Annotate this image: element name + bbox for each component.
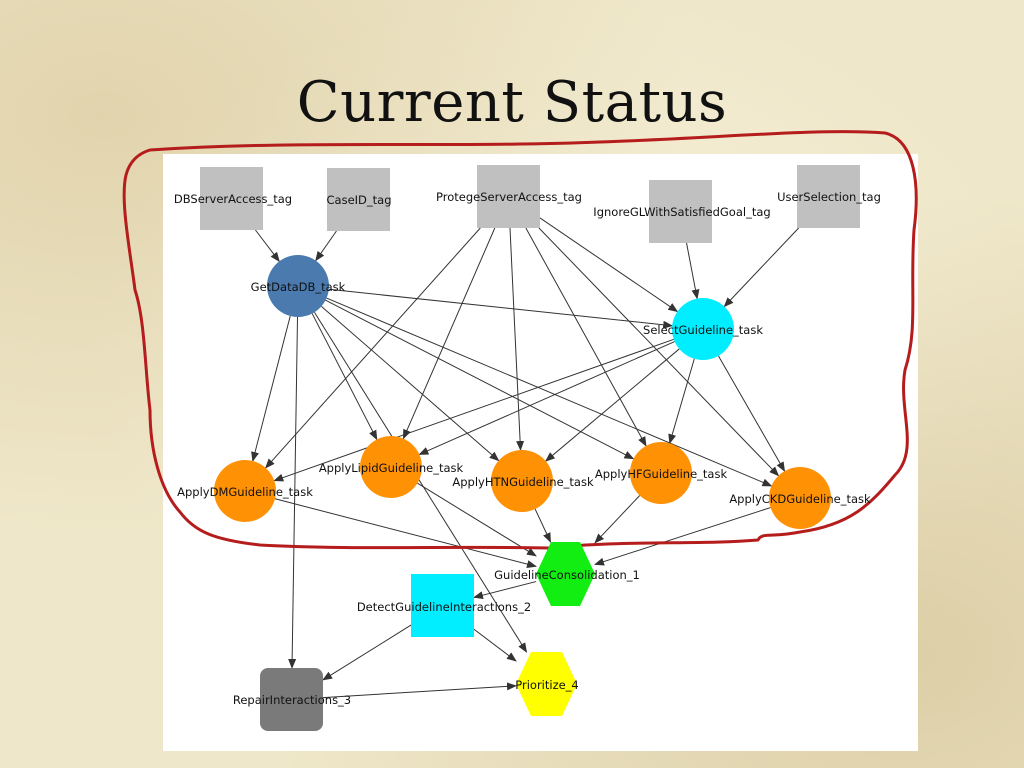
node-user-selection-tag-shape [797,165,860,228]
edge-select-guideline-task-to-apply-dm-guideline-task [273,338,674,482]
edge-repair-interactions-3-to-prioritize-4 [322,682,517,699]
edge-get-data-db-task-to-prioritize-4 [313,312,528,653]
node-ignore-gl-tag-label: IgnoreGLWithSatisfiedGoal_tag [593,205,770,219]
node-apply-hf-guideline-task-shape [630,442,692,504]
node-apply-lipid-guideline-task-label: ApplyLipidGuideline_task [319,461,464,475]
node-get-data-db-task-shape [267,255,329,317]
node-select-guideline-task-shape [672,298,734,360]
node-protege-server-access-tag-label: ProtegeServerAccess_tag [436,190,582,204]
node-prioritize-4-shape [516,652,577,716]
node-prioritize-4-label: Prioritize_4 [515,678,579,692]
edge-select-guideline-task-to-apply-htn-guideline-task [544,348,680,462]
node-case-id-tag-label: CaseID_tag [327,193,392,207]
edge-detect-guideline-interactions-2-to-prioritize-4 [473,628,517,662]
edge-protege-server-access-tag-to-apply-hf-guideline-task [525,227,647,447]
node-repair-interactions-3-label: RepairInteractions_3 [233,693,351,707]
edges-layer [251,217,800,699]
edge-get-data-db-task-to-apply-hf-guideline-task [325,299,635,460]
node-detect-guideline-interactions-2-label: DetectGuidelineInteractions_2 [357,600,531,614]
edge-db-server-access-tag-to-get-data-db-task [255,229,280,263]
edge-protege-server-access-tag-to-apply-dm-guideline-task [265,227,481,469]
edge-get-data-db-task-to-apply-dm-guideline-task [251,315,291,462]
node-apply-dm-guideline-task-label: ApplyDMGuideline_task [177,485,313,499]
edge-get-data-db-task-to-repair-interactions-3 [288,316,299,669]
edge-select-guideline-task-to-apply-hf-guideline-task [668,358,695,445]
node-apply-htn-guideline-task-shape [491,450,553,512]
edge-protege-server-access-tag-to-apply-htn-guideline-task [509,227,525,452]
edge-ignore-gl-tag-to-select-guideline-task [686,242,700,300]
node-apply-ckd-guideline-task-shape [769,467,831,529]
edge-protege-server-access-tag-to-apply-lipid-guideline-task [402,227,496,440]
edge-apply-htn-guideline-task-to-guideline-consolidation-1 [534,508,551,543]
edge-apply-hf-guideline-task-to-guideline-consolidation-1 [594,495,641,544]
edge-get-data-db-task-to-select-guideline-task [328,288,674,329]
node-apply-ckd-guideline-task-label: ApplyCKDGuideline_task [729,492,871,506]
node-user-selection-tag-label: UserSelection_tag [777,190,881,204]
node-guideline-consolidation-1-label: GuidelineConsolidation_1 [494,568,640,582]
edge-get-data-db-task-to-apply-ckd-guideline-task [326,297,773,487]
node-guideline-consolidation-1-shape [536,542,595,606]
edge-protege-server-access-tag-to-select-guideline-task [539,217,679,313]
node-select-guideline-task-label: SelectGuideline_task [643,323,763,337]
node-repair-interactions-3-shape [260,668,323,731]
edge-select-guideline-task-to-apply-lipid-guideline-task [418,341,675,455]
node-db-server-access-tag-shape [200,167,263,230]
edge-get-data-db-task-to-apply-htn-guideline-task [321,305,500,462]
edge-select-guideline-task-to-apply-ckd-guideline-task [717,355,786,472]
node-apply-hf-guideline-task-label: ApplyHFGuideline_task [595,467,728,481]
edge-apply-lipid-guideline-task-to-guideline-consolidation-1 [417,482,537,557]
node-apply-dm-guideline-task-shape [214,460,276,522]
edge-case-id-tag-to-get-data-db-task [315,230,337,262]
node-get-data-db-task-label: GetDataDB_task [251,280,346,294]
edge-detect-guideline-interactions-2-to-repair-interactions-3 [322,624,412,681]
node-apply-lipid-guideline-task-shape [360,436,422,498]
node-case-id-tag-shape [327,168,390,231]
node-ignore-gl-tag-shape [649,180,712,243]
edge-user-selection-tag-to-select-guideline-task [723,227,800,308]
slide-title: Current Status [296,70,728,135]
node-detect-guideline-interactions-2-shape [411,574,474,637]
edge-get-data-db-task-to-apply-lipid-guideline-task [311,313,378,441]
highlight-outline [122,130,918,550]
edge-guideline-consolidation-1-to-detect-guideline-interactions-2 [473,581,537,600]
node-apply-htn-guideline-task-label: ApplyHTNGuideline_task [452,475,594,489]
edge-protege-server-access-tag-to-apply-ckd-guideline-task [538,227,780,477]
edge-apply-ckd-guideline-task-to-guideline-consolidation-1 [594,507,771,566]
edge-apply-dm-guideline-task-to-guideline-consolidation-1 [274,498,537,568]
node-db-server-access-tag-label: DBServerAccess_tag [174,192,292,206]
node-protege-server-access-tag-shape [477,165,540,228]
